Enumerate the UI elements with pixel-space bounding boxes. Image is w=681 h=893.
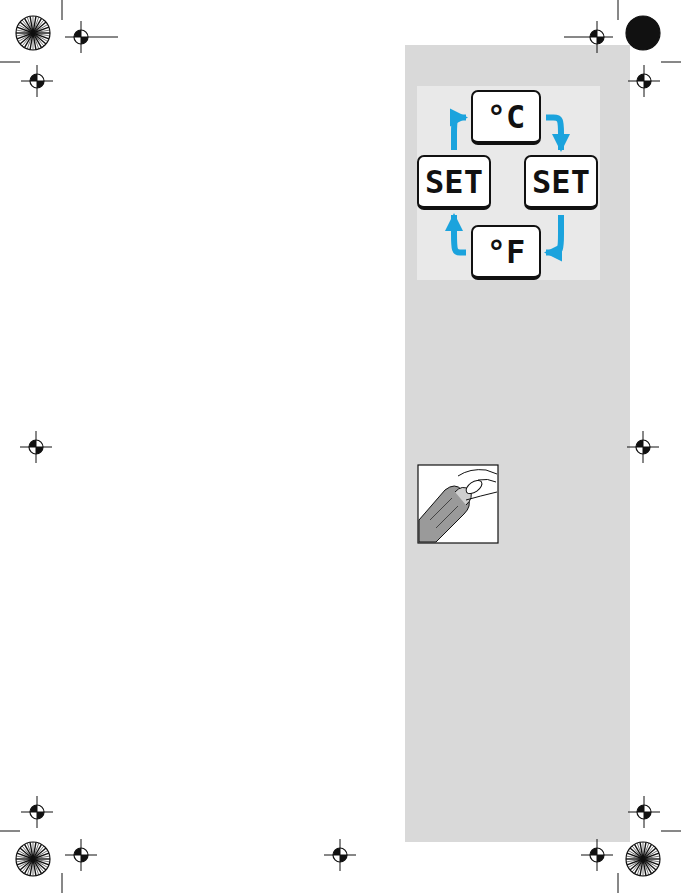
crosshair-mark: [627, 431, 659, 463]
starburst-mark: [16, 842, 50, 876]
crosshair-mark: [581, 21, 613, 53]
starburst-mark: [626, 16, 660, 50]
crosshair-mark: [20, 431, 52, 463]
thermometer-illustration: [418, 465, 498, 543]
crosshair-mark: [21, 796, 53, 828]
cycle-arrow: [546, 118, 561, 151]
lcd-display: °F: [471, 225, 541, 280]
display-reading: SET: [532, 166, 590, 198]
crosshair-mark: [324, 839, 356, 871]
cycle-arrow: [454, 215, 466, 253]
lcd-display: °C: [471, 90, 541, 145]
crosshair-mark: [628, 796, 660, 828]
crosshair-mark: [581, 839, 613, 871]
display-reading: SET: [425, 166, 483, 198]
sidebar-panel: [405, 45, 630, 842]
cycle-arrow: [546, 215, 561, 253]
starburst-mark: [626, 842, 660, 876]
crosshair-mark: [65, 839, 97, 871]
crosshair-mark: [21, 65, 53, 97]
crosshair-mark: [65, 21, 97, 53]
crosshair-mark: [628, 65, 660, 97]
lcd-display: SET: [524, 155, 598, 210]
starburst-mark: [16, 16, 50, 50]
diagram-panel: [417, 86, 600, 280]
display-reading: °C: [487, 101, 526, 133]
display-reading: °F: [487, 236, 526, 268]
cycle-arrow: [454, 118, 466, 151]
lcd-display: SET: [417, 155, 491, 210]
